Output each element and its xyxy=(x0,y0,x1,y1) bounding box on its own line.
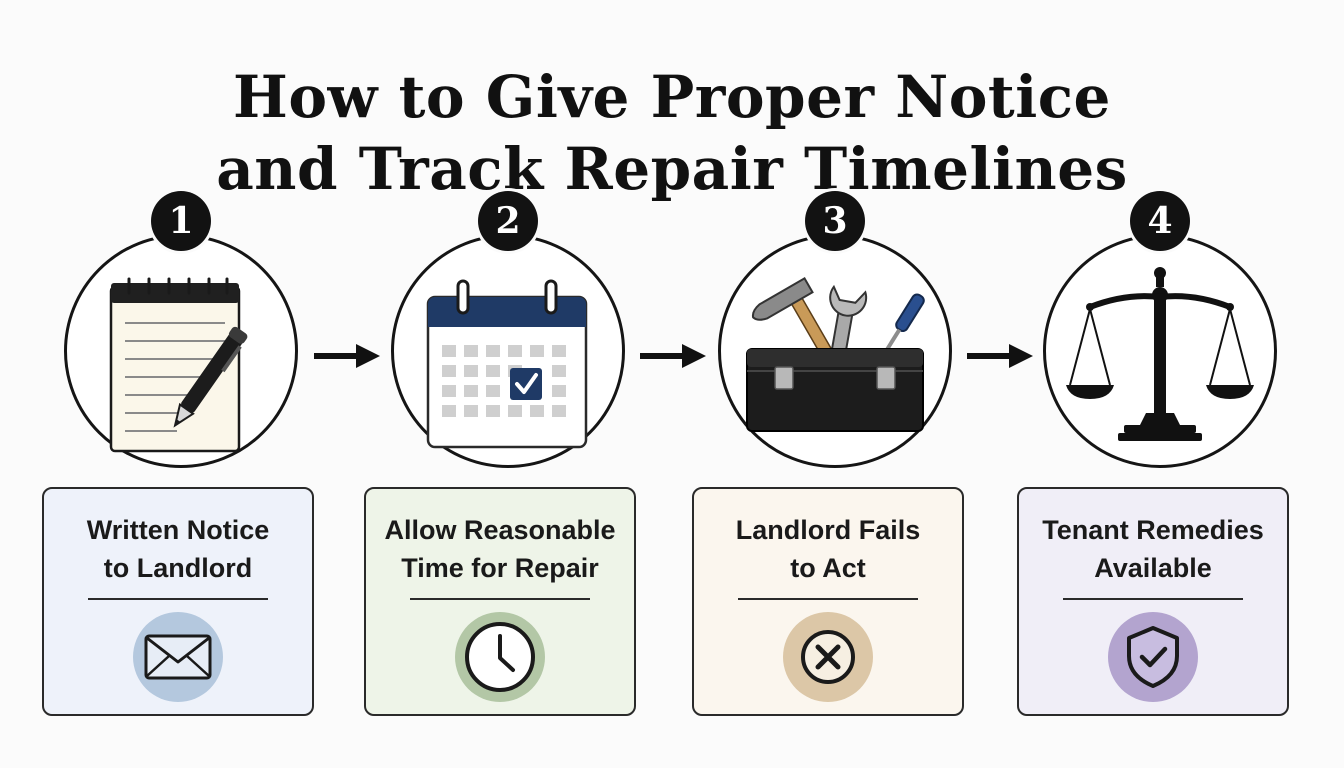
calendar-check-icon xyxy=(426,279,588,449)
step-3-number-badge: 3 xyxy=(805,191,865,251)
step-1-icon-disc xyxy=(133,612,223,702)
step-3-label-line-2: to Act xyxy=(790,553,866,583)
x-circle-icon xyxy=(801,630,855,684)
step-3-label: Landlord Fails to Act xyxy=(694,511,962,587)
scales-of-justice-icon xyxy=(1066,267,1254,441)
title-line-1: How to Give Proper Notice xyxy=(233,62,1111,131)
step-4-label-line-2: Available xyxy=(1094,553,1212,583)
step-2-label-line-1: Allow Reasonable xyxy=(384,515,616,545)
step-3-card: Landlord Fails to Act xyxy=(692,487,964,716)
step-3-circle xyxy=(718,234,952,468)
step-3-divider xyxy=(738,598,918,600)
clock-icon xyxy=(465,622,535,692)
step-4-icon-disc xyxy=(1108,612,1198,702)
step-2-number-badge: 2 xyxy=(478,191,538,251)
toolbox-icon xyxy=(746,277,925,432)
step-2-card: Allow Reasonable Time for Repair xyxy=(364,487,636,716)
title-line-2: and Track Repair Timelines xyxy=(216,134,1128,203)
step-2-label-line-2: Time for Repair xyxy=(401,553,599,583)
step-2-icon-disc xyxy=(455,612,545,702)
step-2-label: Allow Reasonable Time for Repair xyxy=(366,511,634,587)
step-1-number-badge: 1 xyxy=(151,191,211,251)
notepad-pen-icon xyxy=(109,277,248,453)
step-2-circle xyxy=(391,234,625,468)
step-4-number-badge: 4 xyxy=(1130,191,1190,251)
step-1-circle xyxy=(64,234,298,468)
step-1-divider xyxy=(88,598,268,600)
arrow-3-to-4 xyxy=(967,344,1033,368)
step-1-label: Written Notice to Landlord xyxy=(44,511,312,587)
arrow-2-to-3 xyxy=(640,344,706,368)
step-4-card: Tenant Remedies Available xyxy=(1017,487,1289,716)
step-2-divider xyxy=(410,598,590,600)
step-4-label-line-1: Tenant Remedies xyxy=(1042,515,1264,545)
step-3-icon-disc xyxy=(783,612,873,702)
arrow-1-to-2 xyxy=(314,344,380,368)
step-4-label: Tenant Remedies Available xyxy=(1019,511,1287,587)
shield-check-icon xyxy=(1127,626,1179,688)
step-4-circle xyxy=(1043,234,1277,468)
step-3-label-line-1: Landlord Fails xyxy=(735,515,921,545)
page-title: How to Give Proper Notice and Track Repa… xyxy=(0,61,1344,205)
envelope-icon xyxy=(144,634,212,680)
step-1-label-line-2: to Landlord xyxy=(103,553,253,583)
step-1-label-line-1: Written Notice xyxy=(86,515,270,545)
step-4-divider xyxy=(1063,598,1243,600)
step-1-card: Written Notice to Landlord xyxy=(42,487,314,716)
